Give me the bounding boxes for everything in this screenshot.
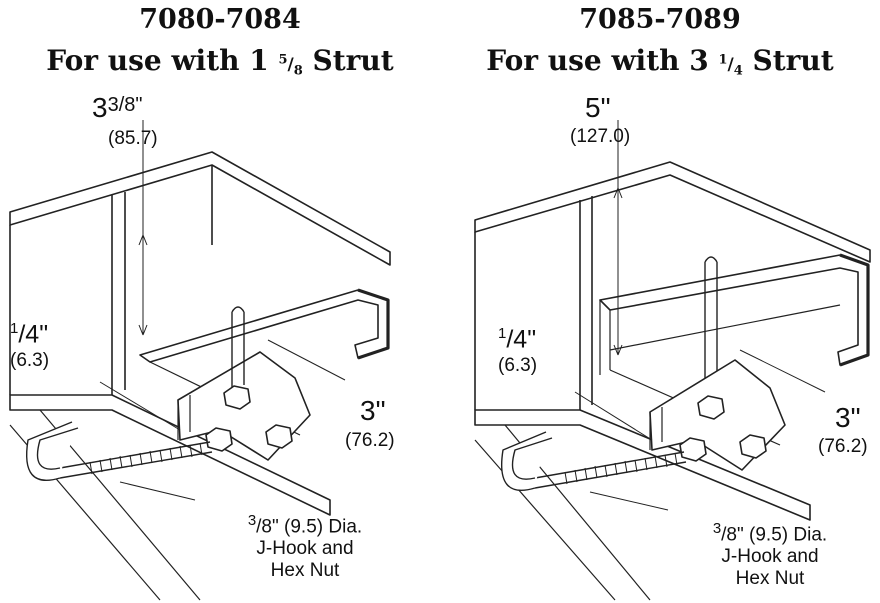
beam-bottom-flange <box>9 394 331 516</box>
height-dimension-in: 5" <box>585 92 611 124</box>
gap-dimension-mm: (6.3) <box>498 355 538 376</box>
gap-rest: /4 <box>18 320 40 349</box>
gap-dimension-in: 1/4" <box>498 325 536 354</box>
gap-dimension-in: 1/4" <box>10 320 48 349</box>
j-hook-bend <box>501 431 553 491</box>
height-dimension-mm: (85.7) <box>108 128 158 149</box>
strut-size-fraction: 1/4 <box>718 52 743 79</box>
strut-frac-numerator: 5 <box>278 52 288 68</box>
beam-clamp-drawing-2 <box>474 120 871 601</box>
beam-web <box>579 196 593 410</box>
gap-rest: /4 <box>506 325 528 354</box>
width-dimension-in: 3" <box>835 402 861 433</box>
strut-frac-numerator: 1 <box>718 52 728 68</box>
panel-7085-7089: 7085-7089 For use with 3 1/4 Strut <box>440 0 880 603</box>
height-whole: 3 <box>92 92 108 123</box>
width-dimension-mm: (76.2) <box>345 430 395 451</box>
strut-use-suffix: Strut <box>302 44 394 77</box>
j-hook-size: 3/8" (9.5) Dia. <box>200 512 410 538</box>
j-hook-callout: 3/8" (9.5) Dia. J-Hook and Hex Nut <box>200 512 410 582</box>
j-hook-line3: Hex Nut <box>270 560 340 582</box>
j-hook-line2: J-Hook and <box>721 546 819 568</box>
j-hook-callout: 3/8" (9.5) Dia. J-Hook and Hex Nut <box>665 520 875 590</box>
j-hook-sup: 3 <box>712 520 722 537</box>
hex-nut-left <box>205 427 233 452</box>
j-hook-bend <box>26 421 79 481</box>
strut-channel <box>599 254 869 366</box>
strut-size-fraction: 5/8 <box>278 52 303 79</box>
height-fraction: 3/8" <box>107 94 143 116</box>
j-hook-size: 3/8" (9.5) Dia. <box>665 520 875 546</box>
gap-sup: 1 <box>10 320 19 337</box>
width-dimension-in: 3" <box>360 395 386 426</box>
j-hook-line2: J-Hook and <box>256 538 354 560</box>
height-dimension-mm: (127.0) <box>570 126 631 147</box>
height-whole: 5" <box>585 92 611 123</box>
hex-nut-left <box>679 437 707 462</box>
strut-use-prefix: For use with 3 <box>486 44 719 77</box>
beam-clamp-drawing-1 <box>9 120 391 601</box>
j-hook-size-text: /8" (9.5) Dia. <box>721 524 828 546</box>
strut-frac-denominator: 4 <box>733 63 743 79</box>
model-range-heading: 7080-7084 <box>139 4 301 35</box>
height-dimension-in: 33/8" <box>92 92 142 124</box>
gap-sup: 1 <box>498 325 507 342</box>
strut-size-heading: For use with 1 5/8 Strut <box>0 44 440 78</box>
strut-frac-denominator: 8 <box>293 63 303 79</box>
strut-size-heading: For use with 3 1/4 Strut <box>440 44 880 78</box>
width-dimension-mm: (76.2) <box>818 436 868 457</box>
gap-in: " <box>39 320 49 349</box>
gap-dimension-mm: (6.3) <box>10 350 50 371</box>
j-hook-threaded-rod <box>534 451 687 489</box>
hex-nut-right <box>739 434 767 459</box>
j-hook-line3: Hex Nut <box>735 568 805 590</box>
strut-channel <box>139 289 389 363</box>
strut-use-prefix: For use with 1 <box>46 44 279 77</box>
beam-top-flange <box>474 161 871 263</box>
gap-in: " <box>527 325 537 354</box>
beam-web <box>111 165 213 395</box>
j-hook-sup: 3 <box>247 512 257 529</box>
model-range-heading: 7085-7089 <box>579 4 741 35</box>
beam-top-flange <box>9 151 391 266</box>
hex-nut-top <box>697 395 725 420</box>
j-hook-threaded-rod <box>59 441 213 479</box>
j-hook-size-text: /8" (9.5) Dia. <box>256 516 363 538</box>
j-hook-upper-leg <box>231 306 245 390</box>
panel-7080-7084: 7080-7084 For use with 1 5/8 Strut <box>0 4 440 601</box>
hex-nut-top <box>223 385 251 410</box>
j-hook-upper-leg <box>704 256 718 395</box>
beam-bottom-flange <box>474 409 811 521</box>
strut-use-suffix: Strut <box>742 44 834 77</box>
hex-nut-right <box>265 424 293 449</box>
